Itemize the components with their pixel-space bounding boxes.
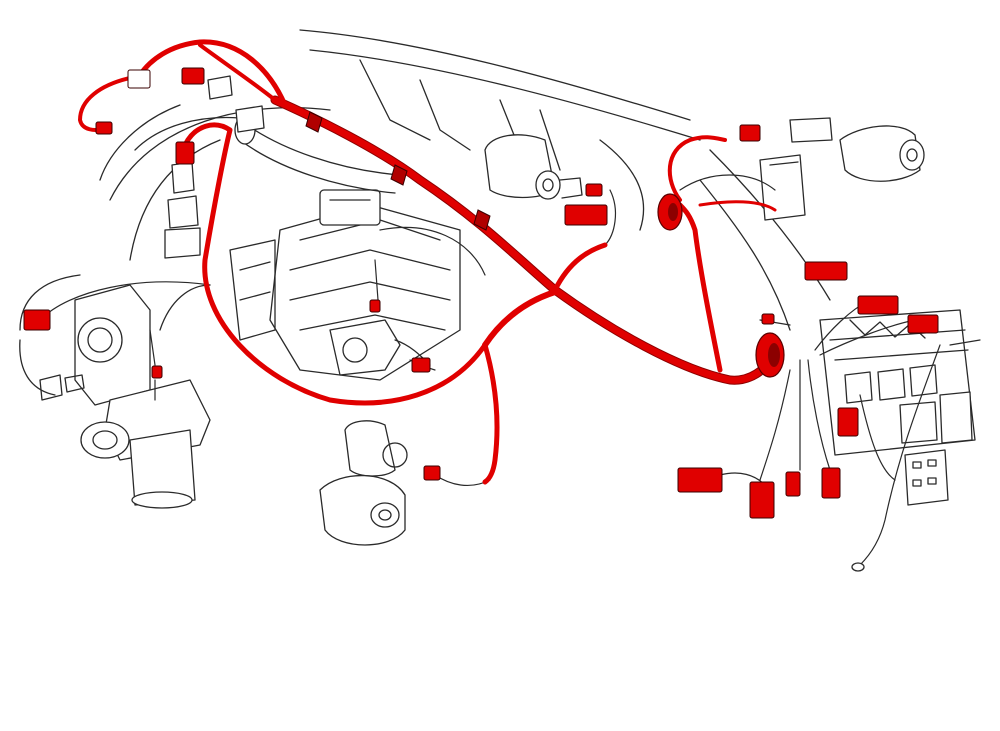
- top-left-sensors: [164, 75, 265, 259]
- connector-bottom-4: [821, 467, 841, 499]
- harness-connectors: [23, 67, 939, 519]
- connector-panel-4: [837, 407, 859, 437]
- connector-distributor: [23, 309, 51, 331]
- connector-panel-2: [857, 295, 899, 315]
- connector-center: [411, 357, 431, 373]
- signal-wires: [39, 174, 981, 566]
- connector-bottom-2: [749, 481, 775, 519]
- upper-grommet: [657, 193, 683, 231]
- engine-block: [229, 189, 461, 381]
- connector-left-small: [151, 365, 163, 379]
- coolant-fitting: [329, 319, 431, 376]
- connector-top-left-3: [95, 121, 113, 135]
- relay-fuse-panel: [819, 309, 976, 506]
- connector-starter: [423, 465, 441, 481]
- connector-wiper-motor: [739, 124, 761, 142]
- ring-terminal: [851, 562, 865, 572]
- wiper-motor: [759, 117, 925, 221]
- fuel-pump-canister: [484, 134, 583, 200]
- connector-panel-1: [804, 261, 848, 281]
- connector-panel-3: [907, 314, 939, 334]
- firewall-grommet: [755, 332, 785, 378]
- connector-bottom-3: [785, 471, 801, 497]
- fuel-injection-body: [19, 274, 211, 509]
- connector-top-left-2: [127, 69, 151, 89]
- connector-sensor-1: [175, 141, 195, 165]
- connector-fuel-pump: [564, 204, 608, 226]
- main-harness: [78, 39, 780, 485]
- connector-panel-small: [761, 313, 775, 325]
- connector-center-small: [369, 299, 381, 313]
- connector-top-left-1: [181, 67, 205, 85]
- connector-fuel-pump-small: [585, 183, 603, 197]
- starter-motor: [319, 420, 408, 546]
- connector-bottom-1: [677, 467, 723, 493]
